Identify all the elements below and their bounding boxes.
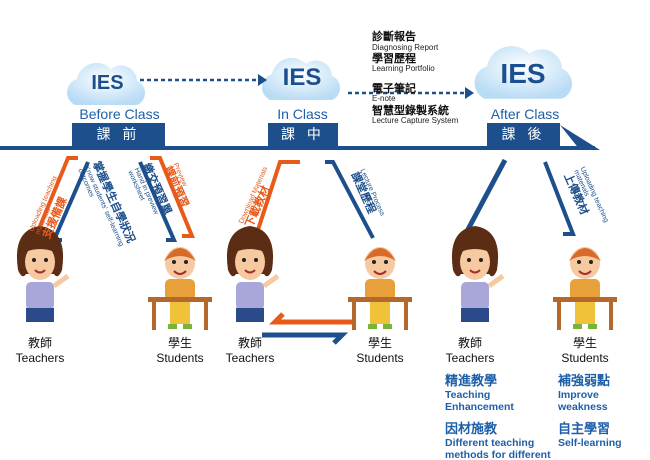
cloud-label: IES xyxy=(500,58,546,89)
feature-zh: 智慧型錄製系統 xyxy=(372,104,449,117)
student-illustration xyxy=(147,246,213,331)
phase-label-in: In Class xyxy=(277,106,328,122)
phase-label-before: Before Class xyxy=(79,106,160,122)
teacher-outcomes: 精進教學 Teaching Enhancement 因材施教 Different… xyxy=(445,373,551,460)
teacher-illustration xyxy=(452,226,503,322)
feature-en: Diagnosing Report xyxy=(372,42,439,52)
feature-en: Lecture Capture System xyxy=(372,116,459,126)
feature-zh: 診斷報告 xyxy=(372,31,416,43)
phase-tag-before: 課 前 xyxy=(72,123,165,146)
student-illustration xyxy=(552,246,618,331)
phase-tag-after: 課 後 xyxy=(487,123,560,146)
student-illustration xyxy=(347,246,413,331)
phase-label-after: After Class xyxy=(490,106,560,122)
cloud-label: IES xyxy=(91,72,124,94)
feature-en: Learning Portfolio xyxy=(372,64,435,74)
feature-en: E-note xyxy=(372,94,396,104)
teacher-illustration xyxy=(227,226,278,322)
student-outcomes: 補強弱點 Improve weakness 自主學習 Self-learning xyxy=(558,373,622,449)
cloud-label: IES xyxy=(282,64,322,91)
feature-list: 診斷報告 Diagnosing Report 學習歷程 Learning Por… xyxy=(372,31,459,126)
phase-tag-in: 課 中 xyxy=(268,123,338,146)
feature-zh: 學習歷程 xyxy=(372,52,416,65)
feature-zh: 電子筆記 xyxy=(372,82,416,95)
